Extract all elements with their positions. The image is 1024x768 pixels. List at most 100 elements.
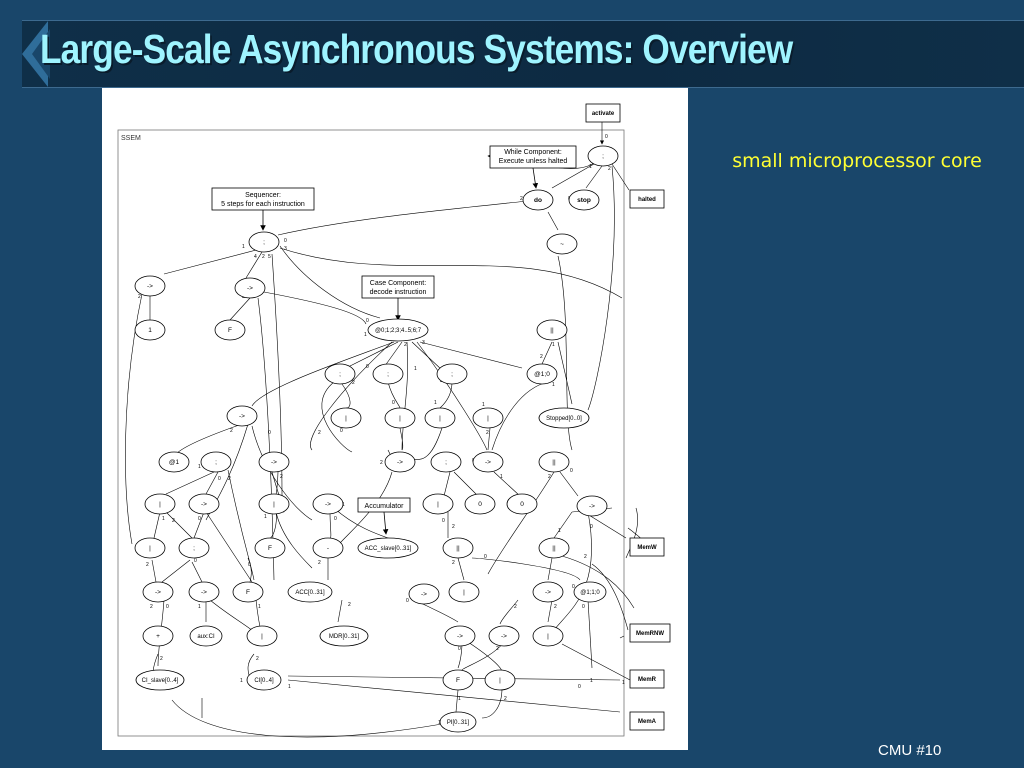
node-arrow-i: -> xyxy=(576,495,608,517)
title-bar xyxy=(22,20,1024,88)
svg-text:0: 0 xyxy=(194,558,197,564)
svg-text:;: ; xyxy=(451,371,453,378)
svg-text:;: ; xyxy=(339,371,341,378)
svg-text:2: 2 xyxy=(348,602,351,608)
svg-text:3: 3 xyxy=(422,340,425,346)
ssem-frame xyxy=(117,129,625,737)
svg-text:2: 2 xyxy=(160,656,163,662)
node-seq-d: ; xyxy=(436,363,468,385)
node-par-d: || xyxy=(538,537,570,559)
svg-text:activate: activate xyxy=(592,111,615,117)
node-arrow-c: -> xyxy=(226,405,258,427)
svg-text:;: ; xyxy=(193,545,195,552)
svg-text:0: 0 xyxy=(605,134,608,140)
svg-text:2: 2 xyxy=(452,560,455,566)
svg-text:0: 0 xyxy=(284,238,287,244)
svg-text:2: 2 xyxy=(520,196,523,202)
node-f-a: F xyxy=(214,319,246,341)
node-pi: PI[0..31] xyxy=(439,711,477,733)
svg-text:2: 2 xyxy=(352,380,355,386)
svg-text:do: do xyxy=(534,197,542,204)
node-bar-a: | xyxy=(330,407,362,429)
node-one: 1 xyxy=(134,319,166,341)
svg-text:2: 2 xyxy=(228,476,231,482)
svg-text:1: 1 xyxy=(500,474,503,480)
svg-text:->: -> xyxy=(201,501,207,508)
node-bar-c: | xyxy=(424,407,456,429)
node-seq-b: ; xyxy=(324,363,356,385)
node-bar-k: | xyxy=(532,625,564,647)
node-at1: @1 xyxy=(158,451,190,473)
svg-text:halted: halted xyxy=(638,197,656,203)
svg-text:1: 1 xyxy=(162,516,165,522)
svg-text:ACC[0..31]: ACC[0..31] xyxy=(295,590,325,596)
case-component-callout: Case Component: decode instruction xyxy=(361,275,435,321)
svg-text:|: | xyxy=(399,415,401,422)
node-bar-e: | xyxy=(144,493,176,515)
svg-text:0: 0 xyxy=(392,400,395,406)
node-acc: ACC[0..31] xyxy=(287,581,333,603)
node-arrow-a: -> xyxy=(134,275,166,297)
node-bar-d: | xyxy=(472,407,504,429)
svg-text:1: 1 xyxy=(242,244,245,250)
svg-text:0: 0 xyxy=(406,598,409,604)
svg-text:Sequencer:: Sequencer: xyxy=(245,192,281,199)
svg-text:1: 1 xyxy=(434,400,437,406)
svg-text:0: 0 xyxy=(578,684,581,690)
svg-text:1: 1 xyxy=(552,382,555,388)
svg-text:~: ~ xyxy=(560,241,564,248)
node-mdr: MDR[0..31] xyxy=(319,625,369,647)
svg-text:-: - xyxy=(327,545,329,552)
svg-text:0: 0 xyxy=(268,430,271,436)
node-bar-f: | xyxy=(258,493,290,515)
node-while-seq: ; xyxy=(587,145,619,167)
svg-text:->: -> xyxy=(397,459,403,466)
svg-text:F: F xyxy=(456,677,460,684)
svg-text:1: 1 xyxy=(438,720,441,726)
svg-text:2: 2 xyxy=(404,342,407,348)
svg-text:->: -> xyxy=(155,589,161,596)
node-par-b: || xyxy=(538,451,570,473)
node-aux-ci: aux:CI xyxy=(189,625,223,647)
svg-text:1: 1 xyxy=(458,696,461,702)
svg-text:1: 1 xyxy=(558,528,561,534)
svg-text:2: 2 xyxy=(496,646,499,652)
node-at10: @1;0 xyxy=(526,363,558,385)
svg-text:->: -> xyxy=(147,283,153,290)
svg-text:;: ; xyxy=(387,371,389,378)
svg-text:2: 2 xyxy=(504,696,507,702)
svg-text:->: -> xyxy=(201,589,207,596)
node-at110: @1;1;0 xyxy=(573,581,607,603)
svg-text:;: ; xyxy=(602,153,604,160)
svg-text:->: -> xyxy=(589,503,595,510)
svg-text:3: 3 xyxy=(284,246,287,252)
node-bar-h: | xyxy=(134,537,166,559)
node-bar-g: | xyxy=(422,493,454,515)
node-arrow-g: -> xyxy=(188,493,220,515)
svg-text:aux:CI: aux:CI xyxy=(197,634,215,640)
svg-text:|: | xyxy=(487,415,489,422)
svg-text:While Component:: While Component: xyxy=(504,149,562,156)
svg-text:Execute unless halted: Execute unless halted xyxy=(499,158,568,165)
node-arrow-h: -> xyxy=(312,493,344,515)
svg-text:2: 2 xyxy=(150,604,153,610)
frame-label: SSEM xyxy=(121,135,141,142)
node-stopped: Stopped[0..0] xyxy=(538,407,590,429)
node-zero-a: 0 xyxy=(464,493,496,515)
svg-text:->: -> xyxy=(247,285,253,292)
svg-text:ACC_slave[0..31]: ACC_slave[0..31] xyxy=(365,546,412,552)
svg-text:@1;0: @1;0 xyxy=(534,371,550,378)
slide-number: CMU #10 xyxy=(878,742,942,759)
svg-text:->: -> xyxy=(457,633,463,640)
svg-text:||: || xyxy=(552,545,556,552)
node-arrow-e: -> xyxy=(384,451,416,473)
svg-text:0: 0 xyxy=(218,476,221,482)
node-case: @0;1;2;3;4..5;6;7 xyxy=(367,318,429,342)
svg-text:1: 1 xyxy=(364,332,367,338)
while-component-callout: While Component: Execute unless halted xyxy=(489,145,577,189)
svg-text:0: 0 xyxy=(458,646,461,652)
svg-text:;: ; xyxy=(215,459,217,466)
port-activate: activate xyxy=(585,103,621,123)
svg-text:2: 2 xyxy=(146,562,149,568)
port-halted: halted xyxy=(629,189,665,209)
